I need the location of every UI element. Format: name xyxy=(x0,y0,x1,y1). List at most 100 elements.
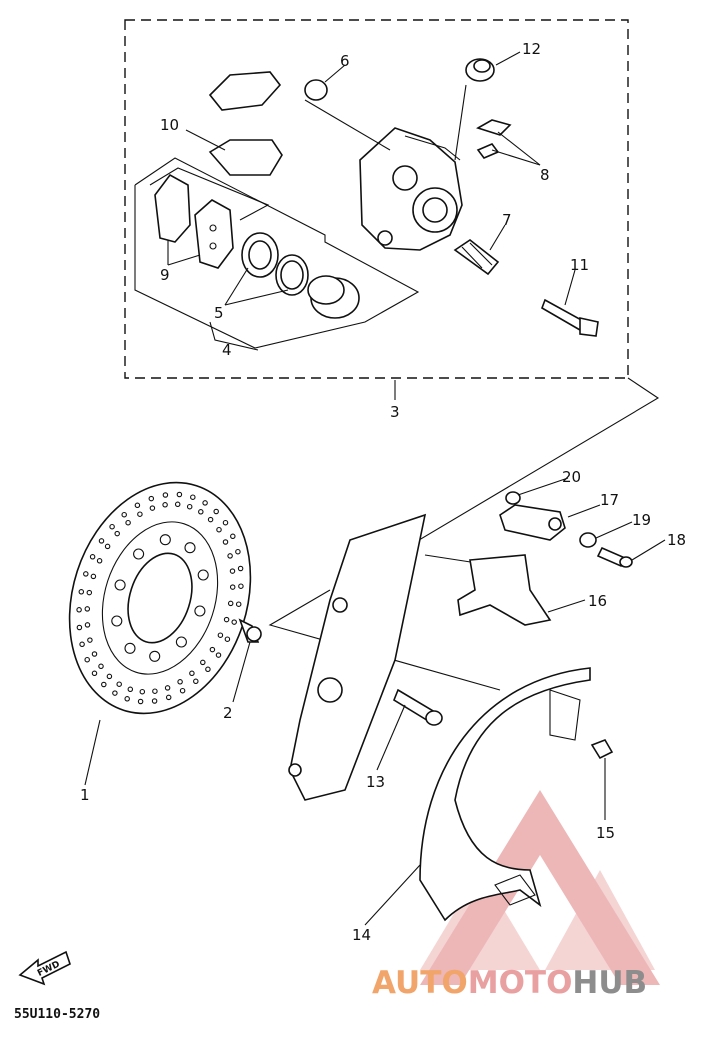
disc-hole xyxy=(91,651,98,657)
disc-hole xyxy=(98,538,105,544)
brake-pads xyxy=(154,173,234,269)
disc-hole xyxy=(215,652,222,658)
watermark-part-1: AUTO xyxy=(372,965,468,1001)
disc-hole xyxy=(91,670,98,677)
disc-hole xyxy=(139,688,146,695)
disc-hole xyxy=(223,616,230,623)
brake-disc-holes xyxy=(76,491,244,705)
disc-hole xyxy=(207,516,214,523)
label-part-12: 12 xyxy=(522,40,541,58)
disc-hole xyxy=(222,519,229,526)
axle-bolt-13 xyxy=(393,688,443,726)
disc-hole xyxy=(116,681,122,687)
disc-hole xyxy=(186,503,193,510)
label-part-7: 7 xyxy=(502,211,512,229)
label-part-16: 16 xyxy=(588,592,607,610)
bleeder-cap xyxy=(465,58,495,82)
disc-cover xyxy=(419,667,591,922)
diagram-code: 55U110-5270 xyxy=(14,1007,100,1022)
disc-hole xyxy=(190,494,196,500)
bolt-18 xyxy=(596,546,633,568)
disc-hole xyxy=(84,622,91,628)
disc-hole xyxy=(165,694,172,701)
disc-hole xyxy=(175,636,187,648)
disc-hole xyxy=(125,519,131,526)
disc-hole xyxy=(217,632,224,638)
disc-hole xyxy=(231,619,237,625)
disc-hole xyxy=(109,523,115,530)
disc-hole xyxy=(111,615,123,627)
label-part-2: 2 xyxy=(223,704,233,722)
label-part-1: 1 xyxy=(80,786,90,804)
disc-hole xyxy=(227,553,233,559)
piston-seals xyxy=(241,232,309,296)
disc-hole xyxy=(134,502,141,509)
caliper-piston xyxy=(307,275,360,319)
label-part-14: 14 xyxy=(352,926,371,944)
disc-hole xyxy=(124,696,130,702)
label-part-18: 18 xyxy=(667,531,686,549)
dust-boot xyxy=(453,239,500,276)
pad-spring-outline xyxy=(149,167,270,221)
disc-hole xyxy=(121,511,127,518)
disc-hole xyxy=(124,642,136,654)
hose-clamp xyxy=(499,504,566,541)
disc-hole xyxy=(198,509,204,515)
disc-hole xyxy=(78,589,85,595)
disc-hole xyxy=(84,606,91,612)
disc-hole xyxy=(114,530,120,537)
label-part-8: 8 xyxy=(540,166,550,184)
disc-hole xyxy=(229,568,236,574)
disc-bolt xyxy=(238,618,262,643)
disc-hole xyxy=(224,636,231,642)
forward-arrow: FWD xyxy=(18,950,71,986)
disc-hole xyxy=(90,573,97,580)
disc-hole xyxy=(114,579,126,591)
disc-hole xyxy=(179,687,186,694)
watermark-part-2: MOTO xyxy=(468,965,573,1001)
disc-hole xyxy=(237,565,244,572)
label-part-4: 4 xyxy=(222,341,232,359)
disc-hole xyxy=(194,605,206,617)
disc-hole xyxy=(151,698,158,704)
disc-hole xyxy=(84,656,90,663)
disc-hole xyxy=(137,698,144,705)
disc-hole xyxy=(176,491,183,498)
disc-hole xyxy=(177,679,183,685)
label-part-17: 17 xyxy=(600,491,619,509)
disc-hole xyxy=(164,685,171,691)
disc-hole xyxy=(193,678,199,685)
disc-hole xyxy=(86,589,93,596)
disc-hole xyxy=(96,558,103,564)
watermark-logo-mark xyxy=(420,790,660,985)
disc-hole xyxy=(89,554,96,560)
caliper-body xyxy=(359,127,463,251)
disc-hole xyxy=(162,502,168,508)
disc-hole xyxy=(213,508,219,515)
brake-disc xyxy=(68,481,252,715)
label-part-10: 10 xyxy=(160,116,179,134)
watermark-brand: AUTOMOTOHUB xyxy=(372,965,647,1001)
disc-hole xyxy=(159,534,171,546)
label-part-9: 9 xyxy=(160,266,170,284)
washer-19 xyxy=(579,532,597,548)
disc-hole xyxy=(189,670,195,677)
disc-hole xyxy=(98,663,104,670)
disc-hole xyxy=(149,505,156,511)
leader-lines xyxy=(84,51,666,926)
caliper-assembly-box xyxy=(124,19,629,379)
disc-hole xyxy=(174,501,181,508)
pad-springs xyxy=(208,71,283,176)
disc-hole xyxy=(238,583,244,589)
disc-hole xyxy=(235,548,241,555)
label-part-5: 5 xyxy=(214,304,224,322)
disc-hole xyxy=(229,584,236,590)
disc-hole xyxy=(79,641,85,648)
disc-hole xyxy=(76,624,83,631)
piston-group-outline xyxy=(134,157,420,349)
disc-hole xyxy=(184,542,196,554)
caliper-bracket xyxy=(457,554,552,626)
fork-leg xyxy=(288,513,427,801)
disc-hole xyxy=(87,637,93,643)
